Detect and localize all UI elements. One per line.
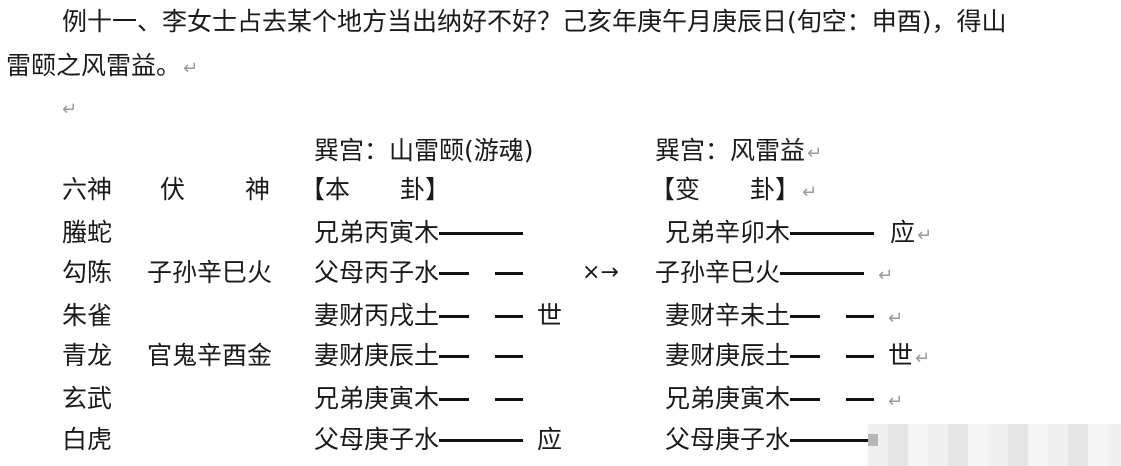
yin-line — [790, 397, 875, 401]
ben-gua-title: 巽宫：山雷颐(游魂) — [314, 136, 534, 165]
bian-yao-text: 父母庚子水 — [665, 425, 791, 454]
paragraph-mark-icon: ↵ — [62, 99, 78, 120]
row-bian: 兄弟辛卯木 应↵ — [665, 218, 932, 251]
row-bian: 父母庚子水 — [665, 425, 875, 455]
paragraph-mark-icon: ↵ — [917, 225, 933, 246]
moving-mark: ×→ — [582, 260, 619, 285]
row-ben: 父母庚子水 应 — [314, 425, 562, 455]
col-liushen: 六神 — [62, 175, 113, 204]
yang-line — [439, 231, 524, 235]
paragraph-mark-icon: ↵ — [802, 182, 818, 203]
yang-line — [790, 438, 875, 442]
bian-mark: 世 — [888, 341, 914, 370]
row-liushen: 青龙 — [62, 341, 113, 370]
row-liushen: 勾陈 — [62, 258, 113, 287]
row-ben: 妻财庚辰土 — [314, 341, 524, 371]
row-liushen: 玄武 — [62, 384, 113, 413]
ben-yao-text: 父母丙子水 — [314, 258, 440, 287]
row-fushen: 官鬼辛酉金 — [147, 341, 273, 370]
yin-line — [439, 314, 524, 318]
intro-line-2-text: 雷颐之风雷益。 — [6, 51, 182, 80]
paragraph-mark-icon: ↵ — [183, 58, 199, 79]
bian-yao-text: 兄弟辛卯木 — [665, 218, 791, 247]
ben-yao-text: 妻财丙戌土 — [314, 301, 440, 330]
bian-gua-title: 巽宫：风雷益↵ — [655, 136, 822, 169]
col-bian-gua: 【变 卦】↵ — [650, 175, 817, 208]
row-liushen: 螣蛇 — [62, 218, 113, 247]
paragraph-mark-icon: ↵ — [888, 308, 904, 329]
paragraph-mark-icon: ↵ — [888, 391, 904, 412]
row-ben: 妻财丙戌土 世 — [314, 301, 562, 331]
yin-line — [439, 354, 524, 358]
ben-yao-text: 兄弟庚寅木 — [314, 384, 440, 413]
col-fushen-2: 神 — [245, 175, 271, 204]
row-ben: 兄弟丙寅木 — [314, 218, 524, 248]
yin-line — [439, 271, 524, 275]
paragraph-mark-icon: ↵ — [878, 265, 894, 286]
bian-yao-text: 妻财庚辰土 — [665, 341, 791, 370]
ben-mark: 世 — [537, 301, 563, 330]
row-liushen: 白虎 — [62, 425, 113, 454]
paragraph-mark-icon: ↵ — [807, 143, 823, 164]
row-bian: 妻财辛未土 ↵ — [665, 301, 903, 334]
yin-line — [790, 354, 875, 358]
yin-line — [790, 314, 875, 318]
row-bian: 妻财庚辰土 世↵ — [665, 341, 930, 374]
yang-line — [780, 271, 865, 275]
col-bian-gua-text: 【变 卦】 — [650, 175, 801, 204]
ben-yao-text: 父母庚子水 — [314, 425, 440, 454]
row-bian: 兄弟庚寅木 ↵ — [665, 384, 903, 417]
row-fushen: 子孙辛巳火 — [147, 258, 273, 287]
bian-yao-text: 兄弟庚寅木 — [665, 384, 791, 413]
intro-line-2: 雷颐之风雷益。↵ — [6, 51, 198, 84]
yang-line — [790, 231, 875, 235]
row-ben: 父母丙子水 — [314, 258, 524, 288]
row-liushen: 朱雀 — [62, 301, 113, 330]
yang-line — [439, 438, 524, 442]
row-bian: 子孙辛巳火 ↵ — [655, 258, 893, 291]
intro-line-1: 例十一、李女士占去某个地方当出纳好不好？己亥年庚午月庚辰日(旬空：申酉)，得山 — [62, 7, 1007, 36]
row-ben: 兄弟庚寅木 — [314, 384, 524, 414]
col-ben-gua: 【本 卦】 — [300, 175, 451, 204]
ben-mark: 应 — [537, 425, 563, 454]
bian-yao-text: 妻财辛未土 — [665, 301, 791, 330]
col-fushen-1: 伏 — [160, 175, 186, 204]
empty-paragraph: ↵ — [60, 92, 77, 125]
ben-yao-text: 妻财庚辰土 — [314, 341, 440, 370]
yin-line — [439, 397, 524, 401]
bian-gua-title-text: 巽宫：风雷益 — [655, 136, 806, 165]
paragraph-mark-icon: ↵ — [915, 348, 931, 369]
ben-yao-text: 兄弟丙寅木 — [314, 218, 440, 247]
bian-yao-text: 子孙辛巳火 — [655, 258, 781, 287]
bian-mark: 应 — [890, 218, 916, 247]
pixelated-watermark — [868, 424, 1121, 466]
pixelated-watermark-edge — [868, 434, 878, 446]
